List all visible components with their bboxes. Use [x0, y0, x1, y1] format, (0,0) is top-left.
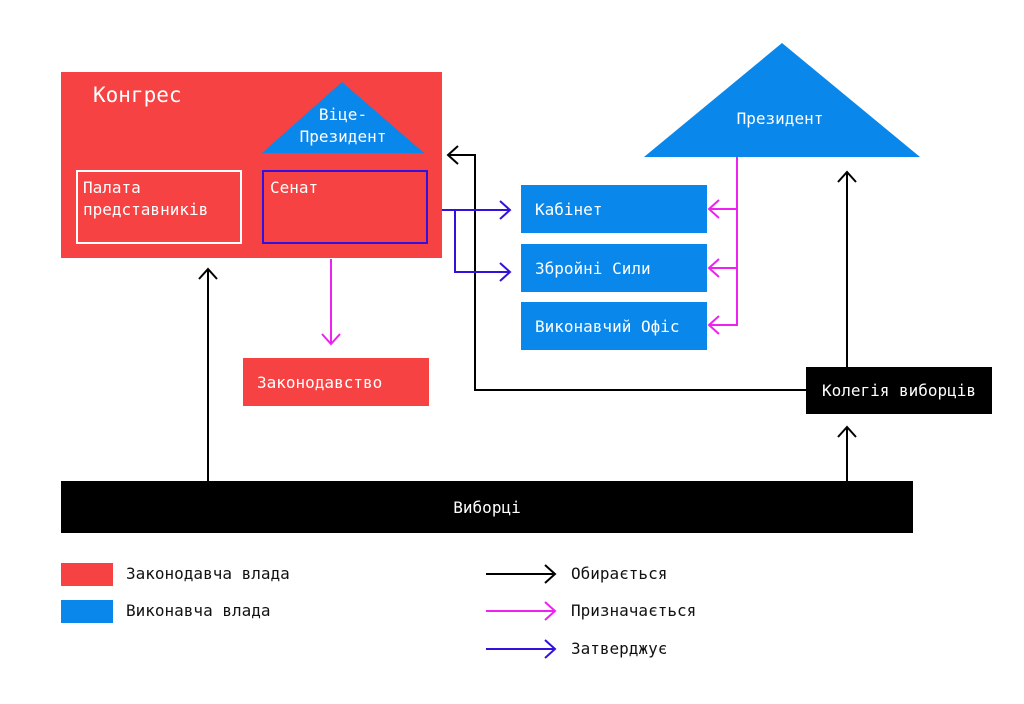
- legislation-box: Законодавство: [243, 358, 429, 406]
- president-label: Президент: [736, 109, 824, 128]
- arrow-electoral-college-president: [837, 170, 857, 368]
- legend-legislative-label: Законодавча влада: [126, 564, 290, 583]
- arrow-senate-legislation: [321, 259, 341, 346]
- congress-label: Конгрес: [93, 83, 182, 107]
- voters-box: Виборці: [61, 481, 913, 533]
- vice-president-label: Віце- Президент: [299, 105, 387, 146]
- legend-executive-label: Виконавча влада: [126, 601, 271, 620]
- legend-arrow-elected: [486, 564, 557, 584]
- arrow-voters-congress: [198, 267, 218, 481]
- electoral-college-label: Колегія виборців: [821, 381, 977, 400]
- legend-appointed-label: Призначається: [571, 601, 697, 620]
- armed-forces-box: Збройні Сили: [521, 244, 707, 292]
- legislation-label: Законодавство: [257, 372, 383, 392]
- legend-elected-label: Обирається: [571, 564, 668, 583]
- legend-swatch-legislative: [61, 563, 113, 586]
- legend-arrow-approves: [486, 639, 557, 659]
- senate-label: Сенат: [270, 178, 319, 197]
- executive-office-box: Виконавчий Офіс: [521, 302, 707, 350]
- electoral-college-box: Колегія виборців: [806, 367, 992, 414]
- legend-arrow-appointed: [486, 601, 557, 621]
- executive-office-label: Виконавчий Офіс: [535, 316, 680, 336]
- house-label: Палата представників: [83, 178, 209, 219]
- legend-approves-label: Затверджує: [571, 639, 668, 658]
- legend-swatch-executive: [61, 600, 113, 623]
- house-box: [76, 170, 242, 244]
- arrow-voters-electoral-college: [837, 425, 857, 481]
- voters-label: Виборці: [453, 497, 521, 517]
- cabinet-label: Кабінет: [535, 199, 603, 219]
- armed-forces-label: Збройні Сили: [535, 258, 651, 278]
- senate-box: [262, 170, 428, 244]
- cabinet-box: Кабінет: [521, 185, 707, 233]
- arrow-president-appoints: [707, 157, 738, 335]
- president-shape: [644, 43, 920, 157]
